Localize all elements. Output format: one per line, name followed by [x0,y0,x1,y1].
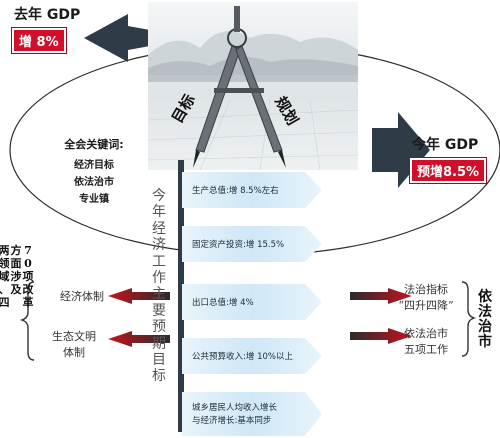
target-fixed-investment: 固定资产投资:增 15.5% [192,240,285,250]
vertical-char: 今 [152,188,166,204]
keywords-title: 全会关键词: [64,138,124,151]
right-item-line: 依法治市 [404,327,448,340]
left-item-economic-system: 经济体制 [60,290,104,303]
vertical-char: 法 [478,304,492,320]
vertical-char: 革 [22,296,34,309]
keywords-block: 全会关键词: 经济目标 依法治市 专业镇 [44,136,144,205]
vertical-char: 济 [152,237,166,254]
keyword-item: 依法治市 [74,177,114,188]
target-income: 城乡居民人均收入增长 与经济增长:基本同步 [182,392,317,436]
left-vertical-column: 方面涉及 [10,244,22,309]
left-brace [19,281,35,361]
this-year-gdp-title: 今年 GDP [412,137,479,153]
right-item-law-indicators: 法治指标 “四升四降” [386,282,466,314]
vertical-char: 主 [152,286,166,303]
vertical-char: 期 [152,335,166,352]
left-item-ecological-system: 生态文明 体制 [52,329,96,361]
vertical-char: 作 [152,270,166,287]
compass-illustration [193,6,286,168]
vertical-char: 标 [152,368,166,385]
left-item-line: 体制 [63,346,85,359]
target-income-line: 与经济增长:基本同步 [192,416,272,426]
vertical-char: 涉 [10,270,22,283]
vertical-char: 及 [10,283,22,296]
left-item-line: 生态文明 [52,330,96,343]
vertical-char: 治 [478,319,492,335]
target-income-line: 城乡居民人均收入增长 [192,403,278,413]
vertical-char: 要 [152,302,166,319]
vertical-char: 经 [152,220,166,237]
right-arrow-2 [350,328,412,344]
right-vertical-title: 依法治市 [476,290,494,350]
keyword-item: 专业镇 [79,194,109,205]
right-item-line: “四升四降” [398,299,454,312]
target-public-budget: 公共预算收入:增 10%以上 [192,352,293,362]
last-year-gdp-badge: 增 8% [12,28,66,53]
vertical-char: 域 [0,270,10,283]
right-brace [461,281,477,357]
vertical-char: 年 [152,204,166,221]
vertical-char: 改 [22,283,34,296]
vertical-char: 工 [152,253,166,270]
vertical-char: 、 [0,283,10,296]
last-year-gdp-title: 去年 GDP [14,7,81,23]
target-gdp: 生产总值:增 8.5%左右 [192,186,279,196]
vertical-char: 方 [10,244,22,257]
vertical-char: 面 [10,257,22,270]
vertical-char: 目 [152,352,166,369]
last-year-arrow [84,14,150,62]
vertical-char: 项 [22,270,34,283]
keyword-item: 经济目标 [74,160,114,171]
vertical-char: 四 [0,296,10,309]
right-item-line: 五项工作 [404,343,448,356]
vertical-char: 7 [24,244,32,257]
vertical-char: 预 [152,319,166,336]
left-arrow-1 [108,288,170,304]
target-export: 出口总值:增 4% [192,298,254,308]
vertical-char: 两 [0,244,10,257]
left-arrow-2 [108,331,170,347]
left-vertical-column: 两领域、四 [0,244,10,309]
this-year-arrow [372,112,430,188]
right-item-line: 法治指标 [404,283,448,296]
right-item-law-tasks: 依法治市 五项工作 [386,326,466,358]
right-arrow-1 [350,288,412,304]
center-vertical-title: 今年经济工作主要预期目标 [150,188,168,385]
vertical-char: 依 [478,289,492,305]
vertical-char: 领 [0,257,10,270]
vertical-char: 0 [24,257,32,270]
vertical-char: 市 [478,334,492,350]
this-year-gdp-badge: 预增8.5% [410,158,487,183]
target-bands [182,172,322,436]
